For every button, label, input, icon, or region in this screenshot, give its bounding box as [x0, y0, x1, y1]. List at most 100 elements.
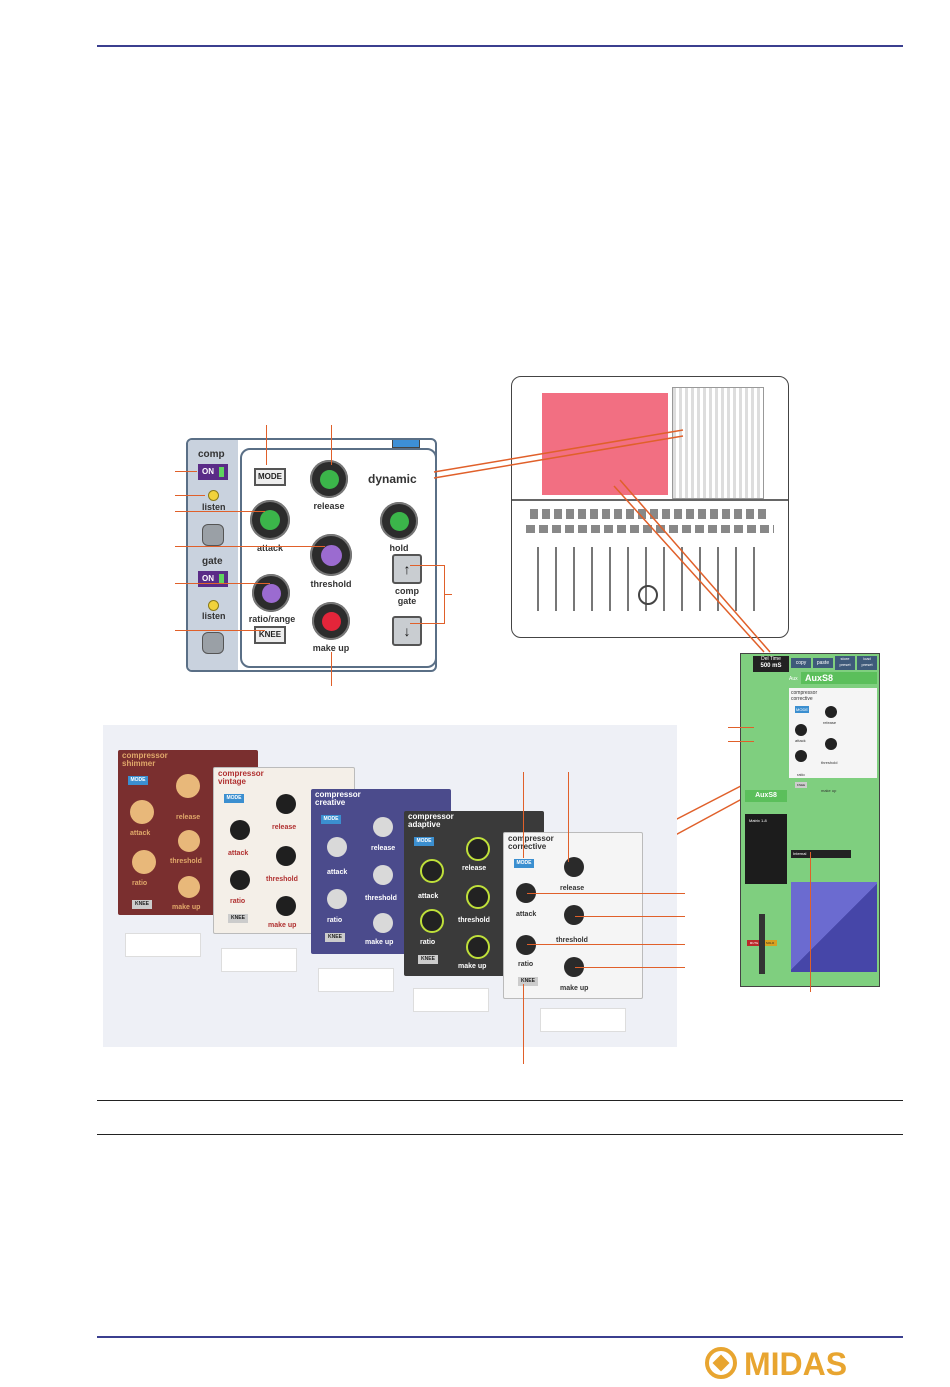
shimmer-ratio-label: ratio [132, 880, 148, 887]
caption-rule-top [97, 1100, 903, 1101]
strip-paste-button[interactable]: paste [813, 658, 833, 668]
vintage-ratio-knob[interactable] [230, 870, 250, 890]
threshold-label: threshold [310, 579, 352, 589]
release-label: release [313, 501, 345, 511]
vintage-make-up-knob[interactable] [276, 896, 296, 916]
strip-graph [791, 882, 877, 972]
callout-attack [175, 511, 265, 512]
vintage-attack-label: attack [228, 850, 249, 857]
comp-gate-down-button[interactable]: ↓ [392, 616, 422, 646]
adaptive-attack-knob[interactable] [420, 859, 444, 883]
callout-comp-gate-bottom [410, 623, 444, 624]
strip-knee-button[interactable]: KNEE [795, 782, 807, 788]
creative-ratio-knob[interactable] [327, 889, 347, 909]
comp-on-button[interactable]: ON [198, 464, 228, 480]
corrective-mode-button[interactable]: MODE [514, 859, 534, 868]
callout-corrective-mode [523, 772, 524, 858]
console-jog-wheel [638, 585, 658, 605]
gate-grey-button[interactable] [202, 632, 224, 654]
creative-make-up-knob[interactable] [373, 913, 393, 933]
make-up-knob[interactable] [312, 602, 350, 640]
strip-release-knob[interactable] [825, 706, 837, 718]
adaptive-knee-button[interactable]: KNEE [418, 955, 438, 964]
vintage-release-knob[interactable] [276, 794, 296, 814]
corrective-knee-button[interactable]: KNEE [518, 977, 538, 986]
creative-mode-button[interactable]: MODE [321, 815, 341, 824]
strip-attack-knob[interactable] [795, 724, 807, 736]
shimmer-threshold-knob[interactable] [178, 830, 200, 852]
strip-aux-green-label: AuxS8 [745, 790, 787, 802]
comp-gate-up-button[interactable]: ↑ [392, 554, 422, 584]
creative-ratio-label: ratio [327, 917, 343, 924]
release-knob[interactable] [310, 460, 348, 498]
creative-threshold-knob[interactable] [373, 865, 393, 885]
vintage-threshold-knob[interactable] [276, 846, 296, 866]
corrective-ratio-knob[interactable] [516, 935, 536, 955]
adaptive-release-knob[interactable] [466, 837, 490, 861]
strip-ratio-knob[interactable] [795, 750, 807, 762]
strip-time-value: 500 mS [760, 663, 782, 669]
comp-grey-button[interactable] [202, 524, 224, 546]
callout-ratio [175, 583, 270, 584]
console-overview [511, 376, 789, 638]
ratio-range-knob[interactable] [252, 574, 290, 612]
strip-matrix-panel [745, 814, 787, 884]
shimmer-make-up-knob[interactable] [178, 876, 200, 898]
threshold-knob[interactable] [310, 534, 352, 576]
midas-logo-text: MIDAS [744, 1346, 847, 1380]
strip-fader[interactable] [759, 914, 765, 974]
gate-listen-led[interactable] [208, 600, 219, 611]
shimmer-release-knob[interactable] [176, 774, 200, 798]
hold-label: hold [389, 543, 409, 553]
dynamic-title: dynamic [368, 472, 417, 486]
creative-attack-knob[interactable] [327, 837, 347, 857]
adaptive-attack-label: attack [418, 893, 439, 900]
creative-release-knob[interactable] [373, 817, 393, 837]
adaptive-ratio-knob[interactable] [420, 909, 444, 933]
callout-strip-2 [728, 741, 754, 742]
corrective-attack-label: attack [516, 911, 537, 918]
adaptive-mode-button[interactable]: MODE [414, 837, 434, 846]
callout-corrective-ratio [527, 944, 685, 945]
vintage-attack-knob[interactable] [230, 820, 250, 840]
shimmer-knee-button[interactable]: KNEE [132, 900, 152, 909]
strip-load-preset[interactable]: load preset [857, 656, 877, 670]
corrective-make-up-knob[interactable] [564, 957, 584, 977]
creative-knee-button[interactable]: KNEE [325, 933, 345, 942]
shimmer-mode-button[interactable]: MODE [128, 776, 148, 785]
callout-comp-gate-tick [444, 594, 452, 595]
comp-listen-label: listen [202, 502, 226, 512]
strip-copy-button[interactable]: copy [791, 658, 811, 668]
comp-gate-label: comp gate [394, 586, 419, 606]
corrective-threshold-knob[interactable] [564, 905, 584, 925]
strip-mute-button[interactable]: MUTE [747, 940, 761, 946]
shimmer-attack-knob[interactable] [130, 800, 154, 824]
shimmer-attack-label: attack [130, 830, 151, 837]
strip-attack-label: attack [795, 738, 806, 743]
callout-threshold [175, 546, 325, 547]
adaptive-threshold-knob[interactable] [466, 885, 490, 909]
shimmer-ratio-knob[interactable] [132, 850, 156, 874]
strip-aux-label: Aux [789, 676, 798, 682]
vintage-knee-button[interactable]: KNEE [228, 914, 248, 923]
vintage-mode-button[interactable]: MODE [224, 794, 244, 803]
strip-store-preset[interactable]: store preset [835, 656, 855, 670]
strip-solo-button[interactable]: SOLO [763, 940, 777, 946]
attack-knob[interactable] [250, 500, 290, 540]
dynamic-section: MODE release dynamic attack hold thresho… [240, 448, 435, 668]
make-up-label: make up [312, 643, 350, 653]
corrective-release-knob[interactable] [564, 857, 584, 877]
corrective-attack-knob[interactable] [516, 883, 536, 903]
strip-mode-button[interactable]: MODE [795, 706, 809, 713]
corrective-ratio-label: ratio [518, 961, 534, 968]
hold-knob[interactable] [380, 502, 418, 540]
mode-button[interactable]: MODE [254, 468, 286, 486]
adaptive-make-up-knob[interactable] [466, 935, 490, 959]
strip-threshold-knob[interactable] [825, 738, 837, 750]
midas-logo-icon: MIDAS [705, 1346, 847, 1382]
caption-box-creative [318, 968, 394, 992]
comp-listen-led[interactable] [208, 490, 219, 501]
